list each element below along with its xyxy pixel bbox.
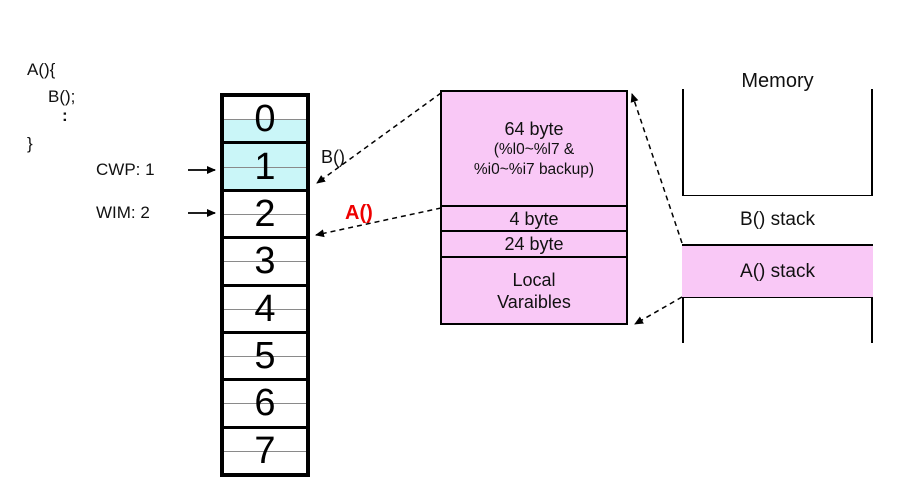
frame-section-locals: Local Varaibles — [442, 258, 626, 323]
frame-section-64byte: 64 byte (%l0~%l7 & %i0~%i7 backup) — [442, 92, 626, 207]
register-window-cell-1: 1 — [224, 144, 306, 192]
cell-divider-line — [224, 403, 306, 405]
cell-divider-line — [224, 166, 306, 168]
register-window-cell-3: 3 — [224, 239, 306, 287]
register-window-number: 5 — [254, 335, 276, 378]
register-window-cell-7: 7 — [224, 428, 306, 473]
b-call-label: B() — [321, 147, 345, 167]
register-window-number: 0 — [254, 98, 276, 141]
register-window-number: 1 — [254, 145, 276, 188]
register-window-number: 2 — [254, 192, 276, 235]
frame-section-title: Local — [512, 269, 556, 290]
memory-title: Memory — [741, 70, 814, 92]
cell-divider-line — [224, 261, 306, 263]
register-window-number: 3 — [254, 240, 276, 283]
b-stack-row: B() stack — [682, 195, 873, 246]
b-frame-dashed-arrow — [316, 92, 442, 184]
frame-section-24byte: 24 byte — [442, 232, 626, 258]
frame-section-title: 64 byte — [504, 118, 564, 139]
a-call-label: A() — [345, 202, 373, 224]
cell-divider-line — [224, 119, 306, 121]
code-line-brace: } — [27, 134, 33, 153]
register-window-number: 6 — [254, 382, 276, 425]
frame-section-title: Varaibles — [497, 291, 571, 312]
frame-section-title: 4 byte — [509, 208, 559, 229]
register-window-cell-2: 2 — [224, 191, 306, 240]
cwp-label: CWP: 1 — [96, 160, 155, 179]
code-line-a: A(){ — [27, 60, 56, 79]
code-line-b: B(); — [48, 87, 76, 106]
a-frame-dashed-arrow — [315, 207, 442, 238]
memory-top-dashed-arrow — [630, 93, 683, 244]
register-window-cell-0: 0 — [224, 97, 306, 145]
stack-frame-box: 64 byte (%l0~%l7 & %i0~%i7 backup) 4 byt… — [440, 90, 628, 325]
cell-divider-line — [224, 356, 306, 358]
frame-section-subtext: %i0~%i7 backup) — [473, 160, 595, 178]
register-window-number: 7 — [254, 429, 276, 472]
code-line-ellipsis: : — [62, 106, 68, 125]
cell-divider-line — [224, 308, 306, 310]
cell-divider-line — [224, 213, 306, 215]
register-window-cell-5: 5 — [224, 333, 306, 382]
frame-section-4byte: 4 byte — [442, 207, 626, 232]
register-window-number: 4 — [254, 287, 276, 330]
register-window-cell-4: 4 — [224, 286, 306, 334]
wim-label: WIM: 2 — [96, 203, 150, 222]
frame-section-title: 24 byte — [504, 234, 564, 254]
a-stack-row: A() stack — [682, 246, 873, 298]
cell-divider-line — [224, 450, 306, 452]
register-window-cell-6: 6 — [224, 381, 306, 429]
memory-bottom-dashed-arrow — [634, 296, 683, 325]
frame-section-subtext: (%l0~%l7 & — [493, 140, 575, 158]
register-window-column: 0 1 2 3 4 5 6 7 — [220, 93, 310, 477]
